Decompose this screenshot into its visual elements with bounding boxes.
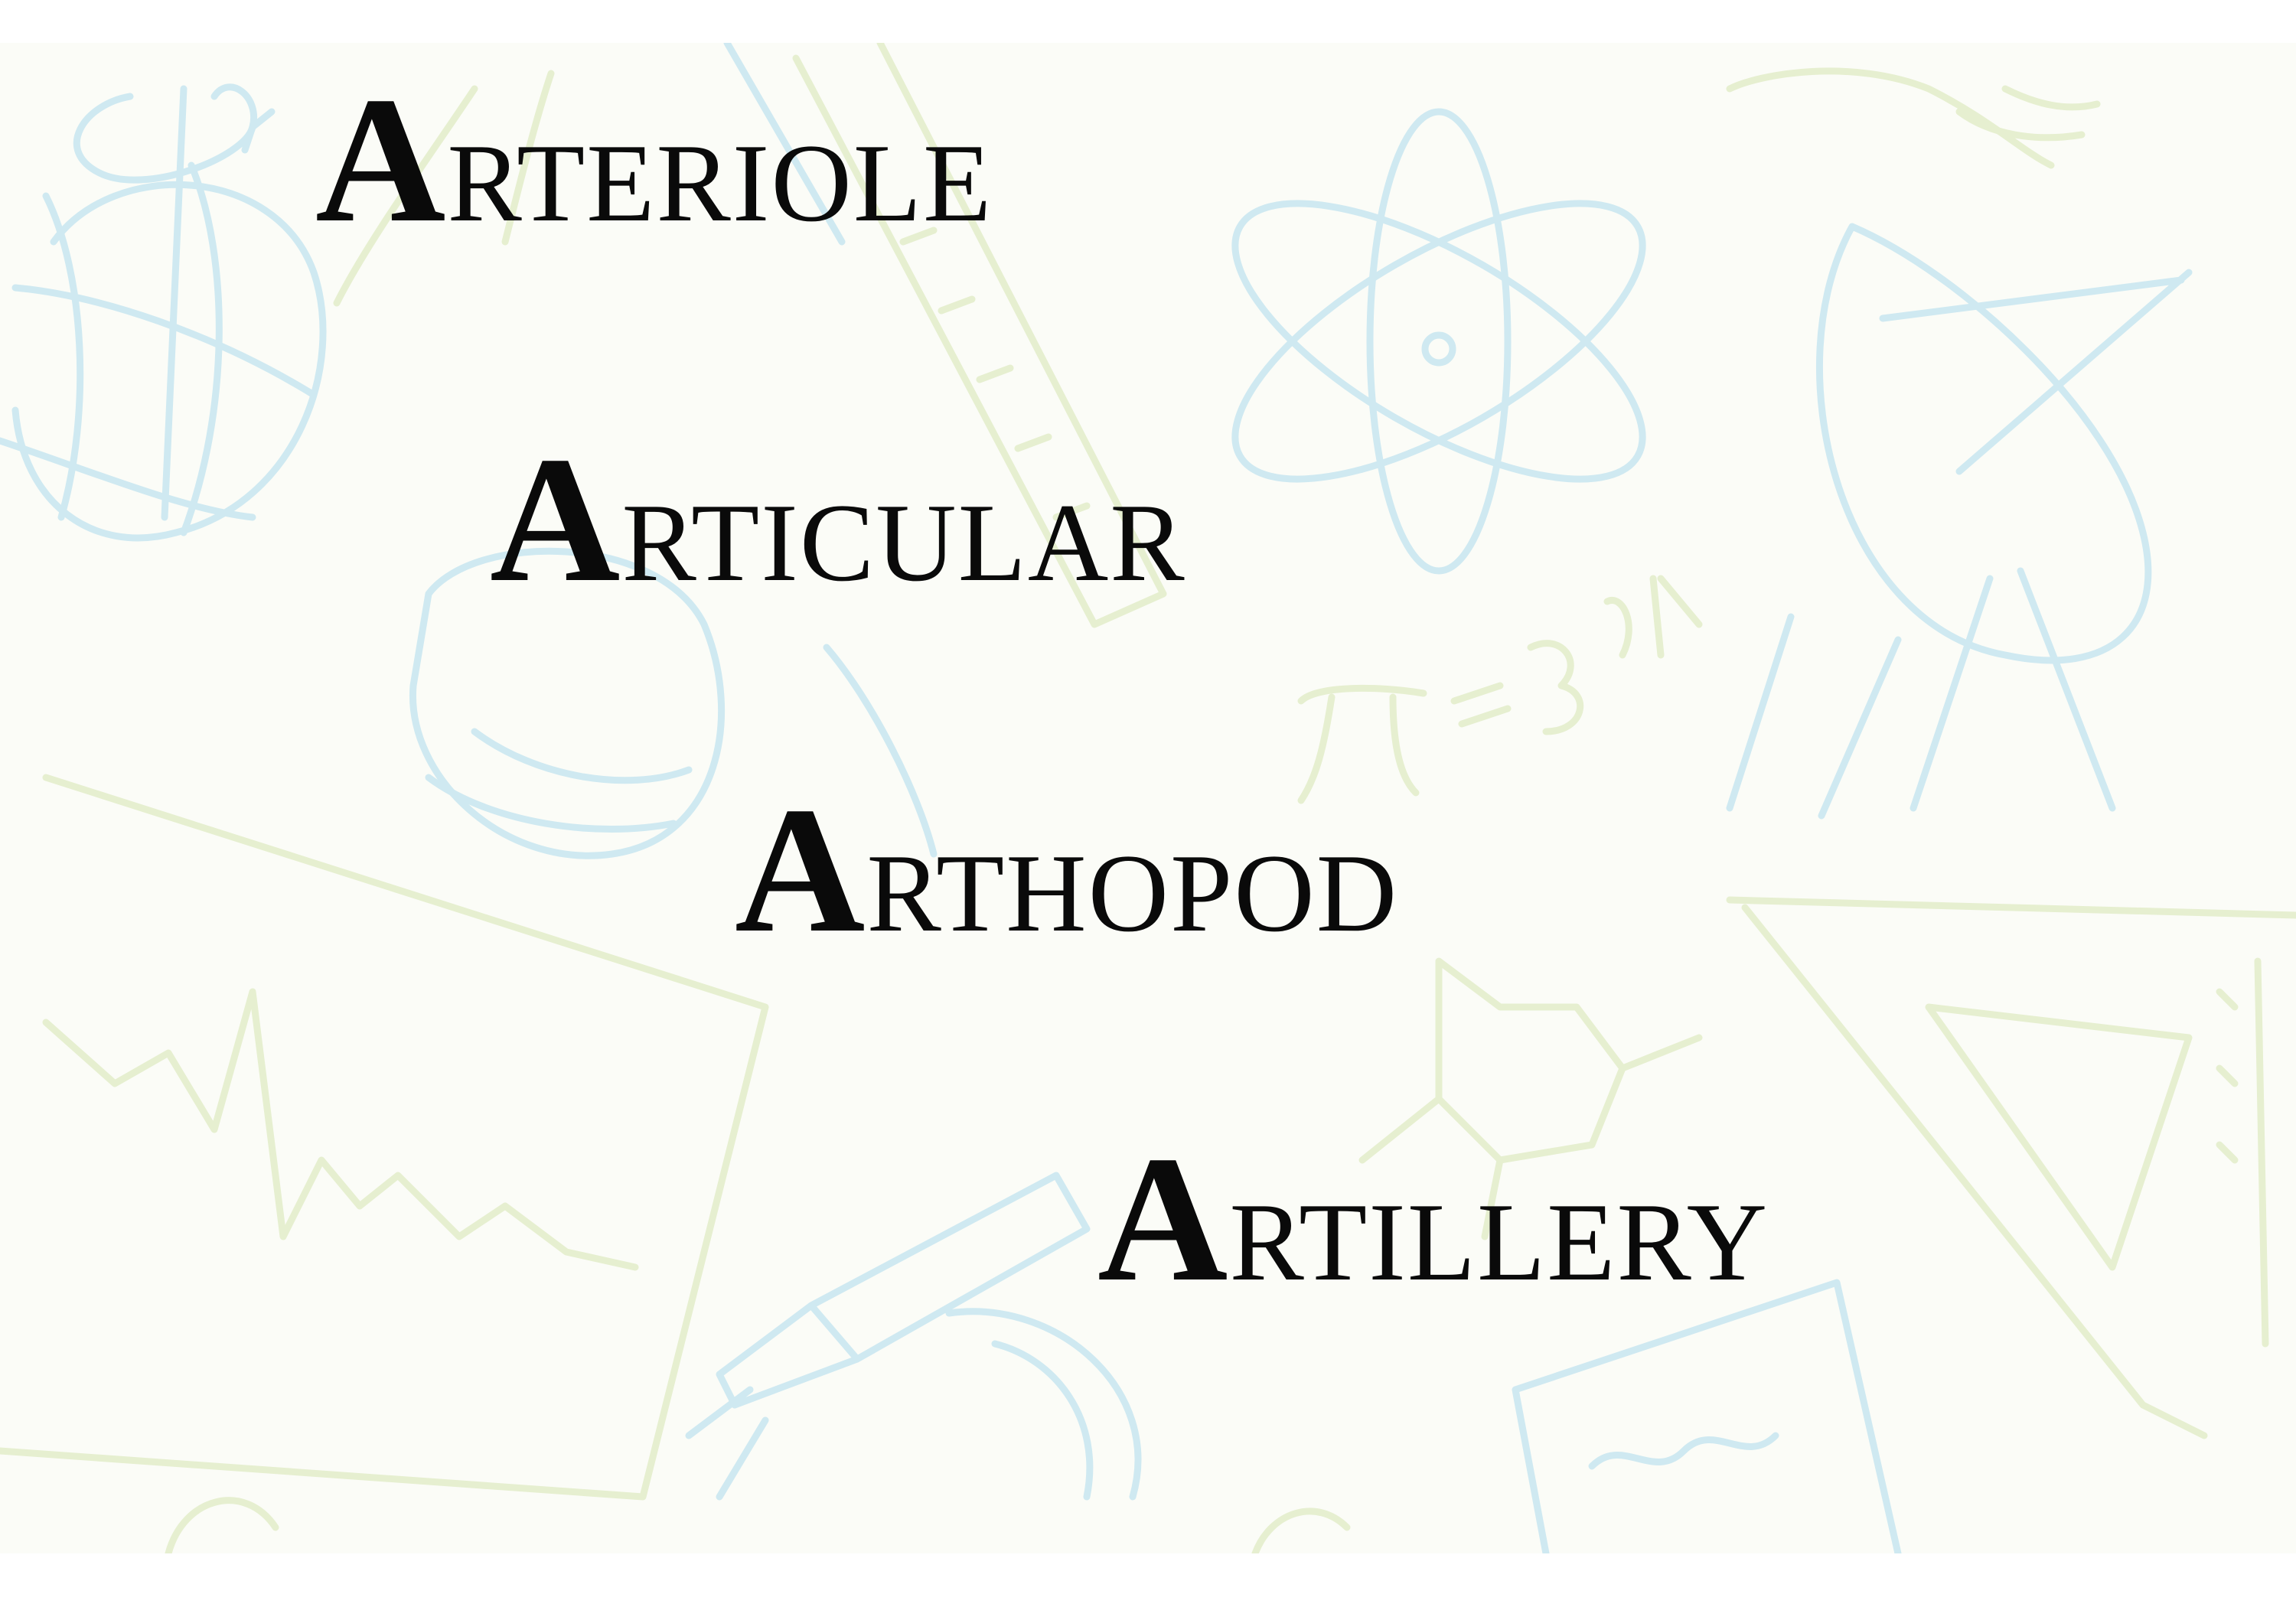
term-rest: RTICULAR xyxy=(621,481,1186,605)
bottom-doodles xyxy=(165,67,2101,1553)
graph-paper-icon xyxy=(0,774,769,1501)
globe-icon xyxy=(0,161,327,542)
ruler-icon xyxy=(792,43,1167,628)
term-initial: A xyxy=(315,60,448,260)
doodle-background xyxy=(0,43,2296,1553)
term-artillery: ARTILLERY xyxy=(1097,1129,1769,1310)
term-initial: A xyxy=(1097,1120,1230,1319)
notebook-icon xyxy=(1512,1279,1902,1553)
term-articular: ARTICULAR xyxy=(490,430,1186,611)
magnifying-glass-icon xyxy=(409,547,938,859)
rocket-icon xyxy=(685,1172,1091,1501)
term-arteriole: ARTERIOLE xyxy=(315,70,993,251)
triangle-ruler-icon xyxy=(1726,896,2296,1439)
satellite-dish-icon xyxy=(1726,223,2193,820)
term-rest: RTERIOLE xyxy=(447,121,993,245)
science-doodles xyxy=(0,43,2296,1553)
caduceus-icon xyxy=(73,83,276,521)
formula-doodle xyxy=(1297,575,1703,804)
term-initial: A xyxy=(735,771,867,970)
top-lines xyxy=(333,43,846,307)
term-initial: A xyxy=(490,420,622,620)
flask-icon xyxy=(1358,957,1703,1240)
term-rest: RTHOPOD xyxy=(866,831,1399,955)
microscope-icon xyxy=(945,1308,1142,1501)
term-rest: RTILLERY xyxy=(1229,1180,1769,1304)
term-arthopod: ARTHOPOD xyxy=(735,781,1398,961)
atom-icon xyxy=(1231,108,1646,575)
